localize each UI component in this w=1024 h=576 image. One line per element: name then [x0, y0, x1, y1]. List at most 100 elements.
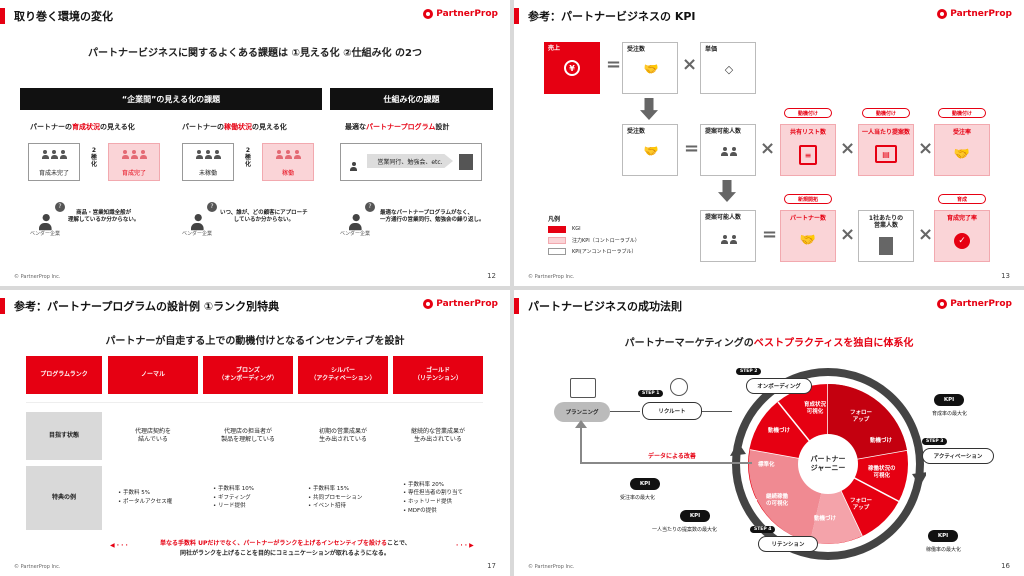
yen-icon: ¥ [564, 60, 580, 76]
slide-17: 参考：パートナープログラムの設計例 ①ランク別特典 PartnerProp パー… [0, 290, 510, 576]
connector-line [702, 411, 732, 412]
proposals-per-person-box: 一人当たり提案数 ▤ [858, 124, 914, 176]
segment-activity-vis: 稼働状況の 可視化 [868, 466, 896, 479]
check-icon: ✓ [954, 233, 970, 249]
program-arrow: 営業同行、勉強会、etc. [367, 154, 453, 168]
title-accent [0, 298, 5, 314]
benefit-gold: • 手数料率 20% • 専任担当者の割り当て • ホットリード提供 • MDF… [393, 466, 483, 530]
title-accent [514, 298, 519, 314]
logo-icon [937, 9, 948, 19]
times-sign: × [840, 224, 856, 245]
handshake-icon: 🤝 [799, 232, 817, 248]
sub-heading-growth: パートナーの育成状況の見える化 [30, 123, 135, 131]
motivate-segment [810, 464, 862, 544]
slide-headline: パートナーマーケティングのベストプラクティスを独自に体系化 [624, 338, 914, 349]
goal-gold: 継続的な営業成果が 生み出されている [393, 412, 483, 460]
goal-row-label: 目指す状態 [26, 412, 102, 460]
kpi-proposal-text: 一人当たりの提案数の最大化 [652, 527, 718, 533]
people-icon [183, 150, 233, 159]
copyright: © PartnerProp Inc. [14, 274, 61, 280]
kpi-growth-text: 育成率の最大化 [932, 411, 968, 417]
unit-price-box: 単価 ◇ [700, 42, 756, 94]
legend-kgi: KGI [572, 226, 581, 232]
order-rate-box: 受注率 🤝 [934, 124, 990, 176]
people-icon [707, 235, 751, 244]
sales-per-company-box: 1社あたりの 営業人数 [858, 210, 914, 262]
dots-right: · · · ▶ [456, 542, 474, 549]
kpi-badge: KPI [680, 510, 710, 522]
rank-header: プログラムランク [26, 356, 102, 394]
times-sign: × [918, 138, 934, 159]
goal-bronze: 代理店の担当者が 製品を理解している [203, 412, 293, 460]
benefit-normal: • 手数料 5% • ポータルアクセス権 [108, 466, 198, 530]
rank-silver: シルバー （アクティベーション） [298, 356, 388, 394]
title-accent [514, 8, 519, 24]
kpi-active-text: 稼働率の最大化 [926, 547, 962, 553]
step-3-badge: STEP 3 [922, 438, 948, 445]
slide-title: パートナービジネスの成功法則 [528, 300, 682, 313]
vendor-icon [190, 208, 204, 231]
question-text-growth: 商品・営業知識全般が 理解しているか分からない。 [68, 210, 140, 223]
slide-12: 取り巻く環境の変化 PartnerProp パートナービジネスに関するよくある課… [0, 0, 510, 286]
segment-standardize: 標準化 [758, 462, 775, 468]
brand-name: PartnerProp [950, 299, 1012, 309]
times-sign: × [840, 138, 856, 159]
outer-ring [732, 368, 924, 560]
vendor-label: ベンダー企業 [340, 231, 371, 237]
handshake-icon: 🤝 [643, 62, 659, 76]
rank-bronze: ブロンズ （オンボーディング） [203, 356, 293, 394]
page-number: 16 [1001, 562, 1010, 570]
proposers-box: 提案可能人数 [700, 124, 756, 176]
page-number: 13 [1001, 272, 1010, 280]
step-1-badge: STEP 1 [638, 390, 664, 397]
slide-title: 参考：パートナービジネスの KPI [528, 10, 696, 23]
proposers-box-2: 提案可能人数 [700, 210, 756, 262]
copyright: © PartnerProp Inc. [528, 564, 575, 570]
times-sign: × [682, 54, 698, 75]
rank-gold: ゴールド （リテンション） [393, 356, 483, 394]
benefit-silver: • 手数料率 15% • 共同プロモーション • イベント招待 [298, 466, 388, 530]
logo-icon [423, 299, 434, 309]
dots-left: ◀ · · · [110, 542, 128, 549]
segment-motivate-1: 動機づけ [768, 428, 791, 434]
brand-name: PartnerProp [436, 299, 498, 309]
people-icon [707, 147, 751, 156]
slide-13: 参考：パートナービジネスの KPI PartnerProp 売上 ¥ = 受注数… [514, 0, 1024, 286]
copyright: © PartnerProp Inc. [528, 274, 575, 280]
brand-name: PartnerProp [950, 9, 1012, 19]
program-box: 営業同行、勉強会、etc. [340, 143, 482, 181]
question-text-program: 最適なパートナープログラムがなく、 一方通行の営業同行、勉強会の繰り返し。 [380, 210, 485, 223]
page-number: 12 [487, 272, 496, 280]
question-icon: ? [55, 202, 65, 212]
recruit-icon [670, 378, 688, 396]
motivation-tag: 動機付け [862, 108, 910, 118]
question-icon: ? [365, 202, 375, 212]
title-accent [0, 8, 5, 24]
step-2-badge: STEP 2 [736, 368, 762, 375]
sub-heading-program: 最適なパートナープログラム設計 [345, 123, 450, 131]
benefit-row-label: 特典の例 [26, 466, 102, 530]
question-text-activity: いつ、誰が、どの顧客にアプローチ しているか分からない。 [220, 210, 308, 223]
kpi-badge: KPI [630, 478, 660, 490]
active-box: 稼働 [262, 143, 314, 181]
goal-normal: 代理店契約を 結んでいる [108, 412, 198, 460]
planning-pill: プランニング [554, 402, 610, 422]
clipboard-icon: ≡ [799, 145, 817, 165]
ring-arrowhead [730, 442, 746, 456]
inactive-box: 未稼働 [182, 143, 234, 181]
journey-ring [730, 368, 926, 560]
improve-arrow-head [575, 420, 587, 428]
id-card-icon: ▤ [875, 145, 897, 163]
improve-arrow-vertical [580, 424, 582, 464]
polarization-arrow: 2 極 化 [244, 147, 251, 168]
improve-arrow-horizontal [580, 462, 752, 464]
benefit-bronze: • 手数料率 10% • ギフティング • リード提供 [203, 466, 293, 530]
development-tag: 育成 [938, 194, 986, 204]
new-acquisition-tag: 新規開拓 [784, 194, 832, 204]
shared-lists-box: 共有リスト数 ≡ [780, 124, 836, 176]
rank-normal: ノーマル [108, 356, 198, 394]
brand-logo: PartnerProp [937, 9, 1012, 19]
slide-title: 取り巻く環境の変化 [14, 10, 113, 23]
vendor-label: ベンダー企業 [30, 231, 61, 237]
segment-retention-vis: 継続稼働 の可視化 [766, 494, 789, 507]
